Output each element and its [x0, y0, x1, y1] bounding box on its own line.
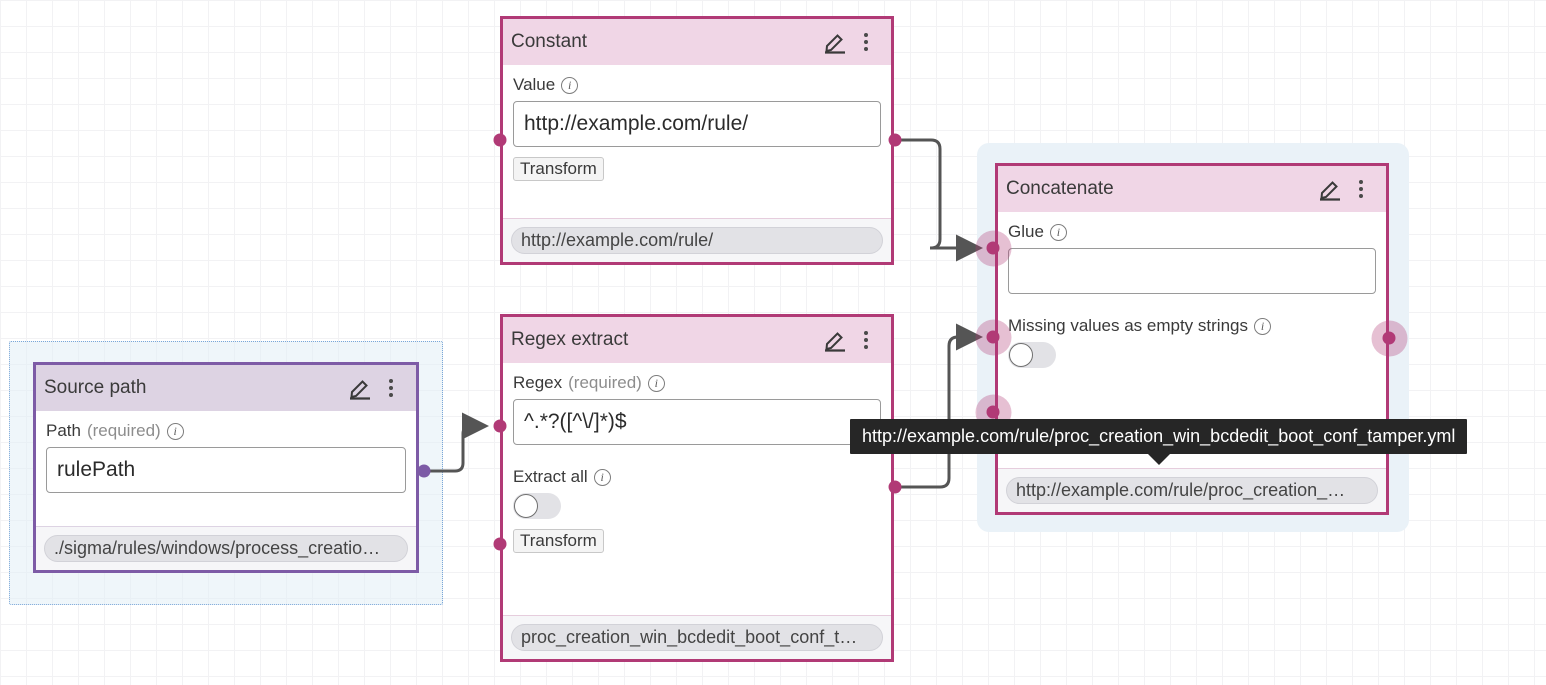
info-icon[interactable]: i — [1253, 317, 1271, 335]
missing-values-field-label: Missing values as empty strings i — [1008, 316, 1376, 336]
constant-body: Value i http://example.com/rule/ Transfo… — [503, 65, 891, 218]
constant-transform-button[interactable]: Transform — [513, 157, 604, 181]
concatenate-header[interactable]: Concatenate — [998, 166, 1386, 212]
node-concatenate[interactable]: Concatenate Glue i Missing values as emp… — [995, 163, 1389, 515]
extract-all-field-label: Extract all i — [513, 467, 881, 487]
info-icon[interactable]: i — [166, 422, 184, 440]
value-field-label: Value i — [513, 75, 881, 95]
kebab-menu-icon[interactable] — [851, 27, 881, 57]
port-constant-output[interactable] — [888, 133, 902, 147]
glue-input[interactable] — [1008, 248, 1376, 294]
missing-values-label-text: Missing values as empty strings — [1008, 316, 1248, 335]
constant-footer: http://example.com/rule/ — [503, 218, 891, 262]
path-required-text: (required) — [86, 421, 161, 440]
missing-values-toggle[interactable] — [1008, 342, 1056, 368]
edge-regex-to-concatenate-input — [895, 323, 983, 489]
tooltip-text: http://example.com/rule/proc_creation_wi… — [862, 426, 1456, 446]
glue-label-text: Glue — [1008, 222, 1044, 241]
regex-extract-body: Regex (required) i ^.*?([^\/]*)$ Extract… — [503, 363, 891, 615]
pencil-icon[interactable] — [821, 325, 851, 355]
constant-header[interactable]: Constant — [503, 19, 891, 65]
kebab-menu-icon[interactable] — [851, 325, 881, 355]
info-icon[interactable]: i — [561, 76, 579, 94]
glue-field-label: Glue i — [1008, 222, 1376, 242]
regex-extract-footer: proc_creation_win_bcdedit_boot_conf_t… — [503, 615, 891, 659]
path-label-text: Path — [46, 421, 81, 440]
extract-all-toggle[interactable] — [513, 493, 561, 519]
pencil-icon[interactable] — [821, 27, 851, 57]
pencil-icon[interactable] — [1316, 174, 1346, 204]
extract-all-label-text: Extract all — [513, 467, 588, 486]
info-icon[interactable]: i — [1049, 223, 1067, 241]
regex-extract-header[interactable]: Regex extract — [503, 317, 891, 363]
regex-input[interactable]: ^.*?([^\/]*)$ — [513, 399, 881, 445]
regex-extract-title: Regex extract — [511, 329, 629, 350]
regex-label-text: Regex — [513, 373, 563, 392]
source-path-footer: ./sigma/rules/windows/process_creatio… — [36, 526, 416, 570]
source-path-output-chip[interactable]: ./sigma/rules/windows/process_creatio… — [44, 535, 408, 562]
concatenate-footer: http://example.com/rule/proc_creation_… — [998, 468, 1386, 512]
regex-extract-output-chip[interactable]: proc_creation_win_bcdedit_boot_conf_t… — [511, 624, 883, 651]
port-constant-input[interactable] — [493, 133, 507, 147]
output-value-tooltip: http://example.com/rule/proc_creation_wi… — [850, 419, 1468, 465]
source-path-body: Path (required) i rulePath — [36, 411, 416, 526]
node-regex-extract[interactable]: Regex extract Regex (required) i ^.*?([^… — [500, 314, 894, 662]
source-path-header[interactable]: Source path — [36, 365, 416, 411]
concatenate-output-chip[interactable]: http://example.com/rule/proc_creation_… — [1006, 477, 1378, 504]
pencil-icon[interactable] — [346, 373, 376, 403]
port-regex-output[interactable] — [888, 480, 902, 494]
info-icon[interactable]: i — [593, 468, 611, 486]
constant-title: Constant — [511, 31, 588, 52]
port-regex-input-text[interactable] — [493, 419, 507, 433]
regex-transform-button[interactable]: Transform — [513, 529, 604, 553]
source-path-title: Source path — [44, 377, 147, 398]
path-field-label: Path (required) i — [46, 421, 406, 441]
node-constant[interactable]: Constant Value i http://example.com/rule… — [500, 16, 894, 265]
port-concatenate-input-second[interactable] — [975, 319, 1011, 355]
value-input[interactable]: http://example.com/rule/ — [513, 101, 881, 147]
port-regex-input-secondary[interactable] — [493, 537, 507, 551]
regex-required-text: (required) — [568, 373, 642, 392]
tooltip-arrow — [1147, 454, 1170, 465]
constant-output-chip[interactable]: http://example.com/rule/ — [511, 227, 883, 254]
port-concatenate-output[interactable] — [1371, 320, 1407, 356]
node-source-path[interactable]: Source path Path (required) i rulePath .… — [33, 362, 419, 573]
port-concatenate-input-glue[interactable] — [975, 230, 1011, 266]
value-label-text: Value — [513, 75, 556, 94]
port-source-path-output[interactable] — [417, 464, 431, 478]
concatenate-title: Concatenate — [1006, 178, 1114, 199]
info-icon[interactable]: i — [647, 374, 665, 392]
port-concatenate-input-third[interactable] — [975, 394, 1011, 430]
kebab-menu-icon[interactable] — [1346, 174, 1376, 204]
regex-field-label: Regex (required) i — [513, 373, 881, 393]
kebab-menu-icon[interactable] — [376, 373, 406, 403]
path-input[interactable]: rulePath — [46, 447, 406, 493]
edge-constant-to-concatenate-glue — [895, 138, 975, 250]
